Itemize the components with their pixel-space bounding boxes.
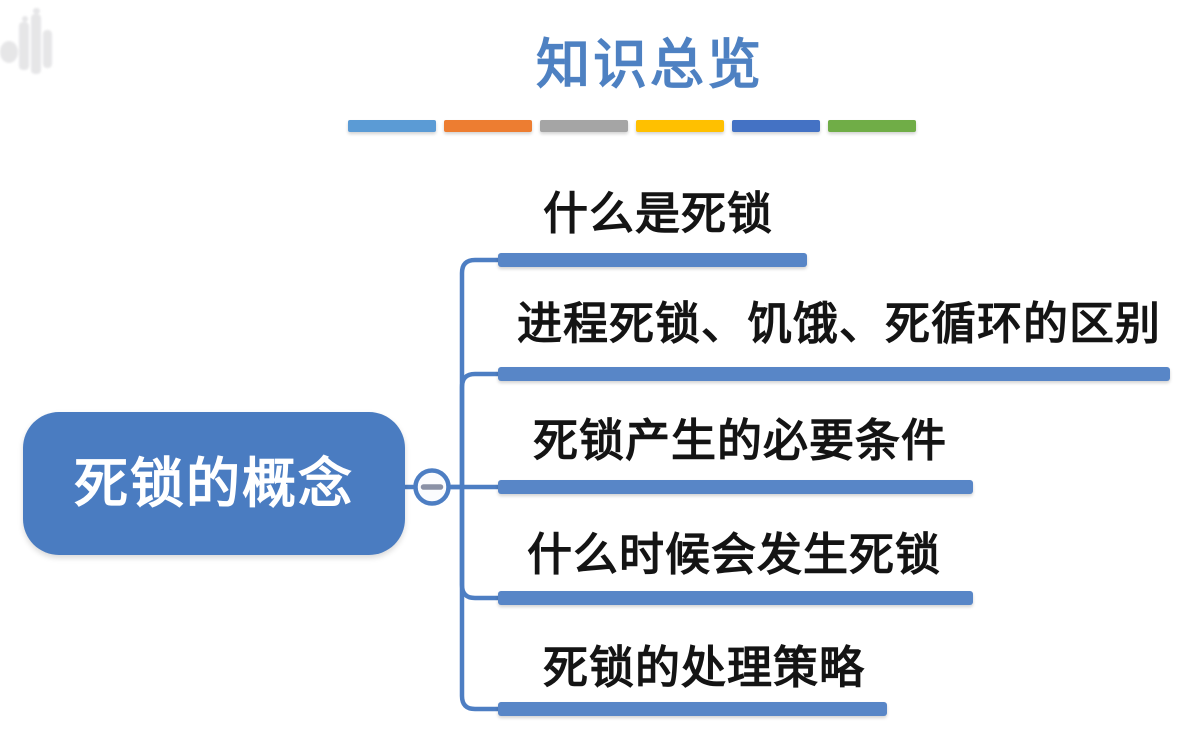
divider-dash-blue	[348, 120, 436, 132]
branch-label-deadlock-starvation-loop: 进程死锁、饥饿、死循环的区别	[517, 298, 1162, 349]
branch-label-what-is-deadlock: 什么是死锁	[543, 188, 774, 239]
connector-branch-5	[459, 484, 503, 712]
divider-dash-gold	[636, 120, 724, 132]
connector-branch-4	[459, 484, 503, 601]
branch-bar-when-deadlock-happens[interactable]	[498, 591, 973, 605]
branch-label-when-deadlock-happens: 什么时候会发生死锁	[527, 529, 942, 580]
divider-dash-orange	[444, 120, 532, 132]
branch-bar-necessary-conditions[interactable]	[498, 480, 973, 494]
connector-branch-2	[459, 371, 503, 490]
watermark-logo	[0, 8, 52, 74]
branch-bar-deadlock-starvation-loop[interactable]	[498, 367, 1170, 381]
root-node-label: 死锁的概念	[74, 453, 354, 514]
collapse-button[interactable]	[413, 468, 451, 506]
branch-label-handling-strategies: 死锁的处理策略	[543, 642, 866, 693]
page-title: 知识总览	[536, 35, 764, 95]
root-node[interactable]: 死锁的概念	[23, 412, 405, 555]
branch-bar-what-is-deadlock[interactable]	[498, 253, 807, 267]
branch-label-necessary-conditions: 死锁产生的必要条件	[533, 415, 948, 466]
divider-dashes	[348, 120, 916, 132]
connector-branch-1	[459, 257, 503, 490]
divider-dash-green	[828, 120, 916, 132]
divider-dash-gray	[540, 120, 628, 132]
divider-dash-darkblue	[732, 120, 820, 132]
branch-bar-handling-strategies[interactable]	[498, 702, 887, 716]
